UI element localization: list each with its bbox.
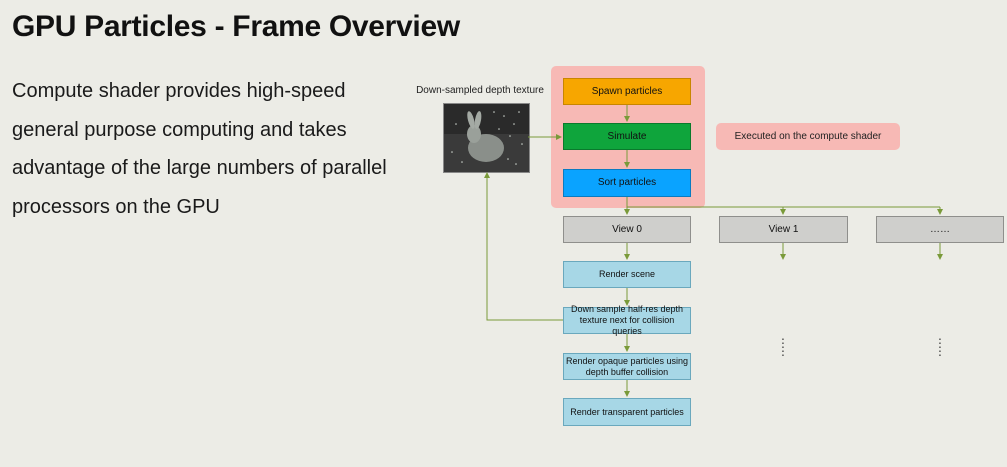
render-opaque-step: Render opaque particles using depth buff… [563,353,691,380]
slide-body-text: Compute shader provides high-speed gener… [12,80,387,218]
downsample-depth-step: Down sample half-res depth texture next … [563,304,691,336]
simulate-step: Simulate [563,123,691,150]
view-more-continuation-dots: ····· [937,330,943,362]
render-scene-step: Render scene [563,261,691,288]
slide-title: GPU Particles - Frame Overview [12,10,460,43]
view-0-box: View 0 [563,216,691,243]
view-1-box: View 1 [719,216,848,243]
depth-texture-label: Down-sampled depth texture [416,85,544,96]
spawn-particles-step: Spawn particles [563,78,691,105]
view-1-continuation-dots: ····· [780,330,786,362]
sort-particles-step: Sort particles [563,169,691,197]
render-transparent-step: Render transparent particles [563,398,691,426]
view-more-box: …… [876,216,1004,243]
compute-shader-note: Executed on the compute shader [716,123,900,150]
